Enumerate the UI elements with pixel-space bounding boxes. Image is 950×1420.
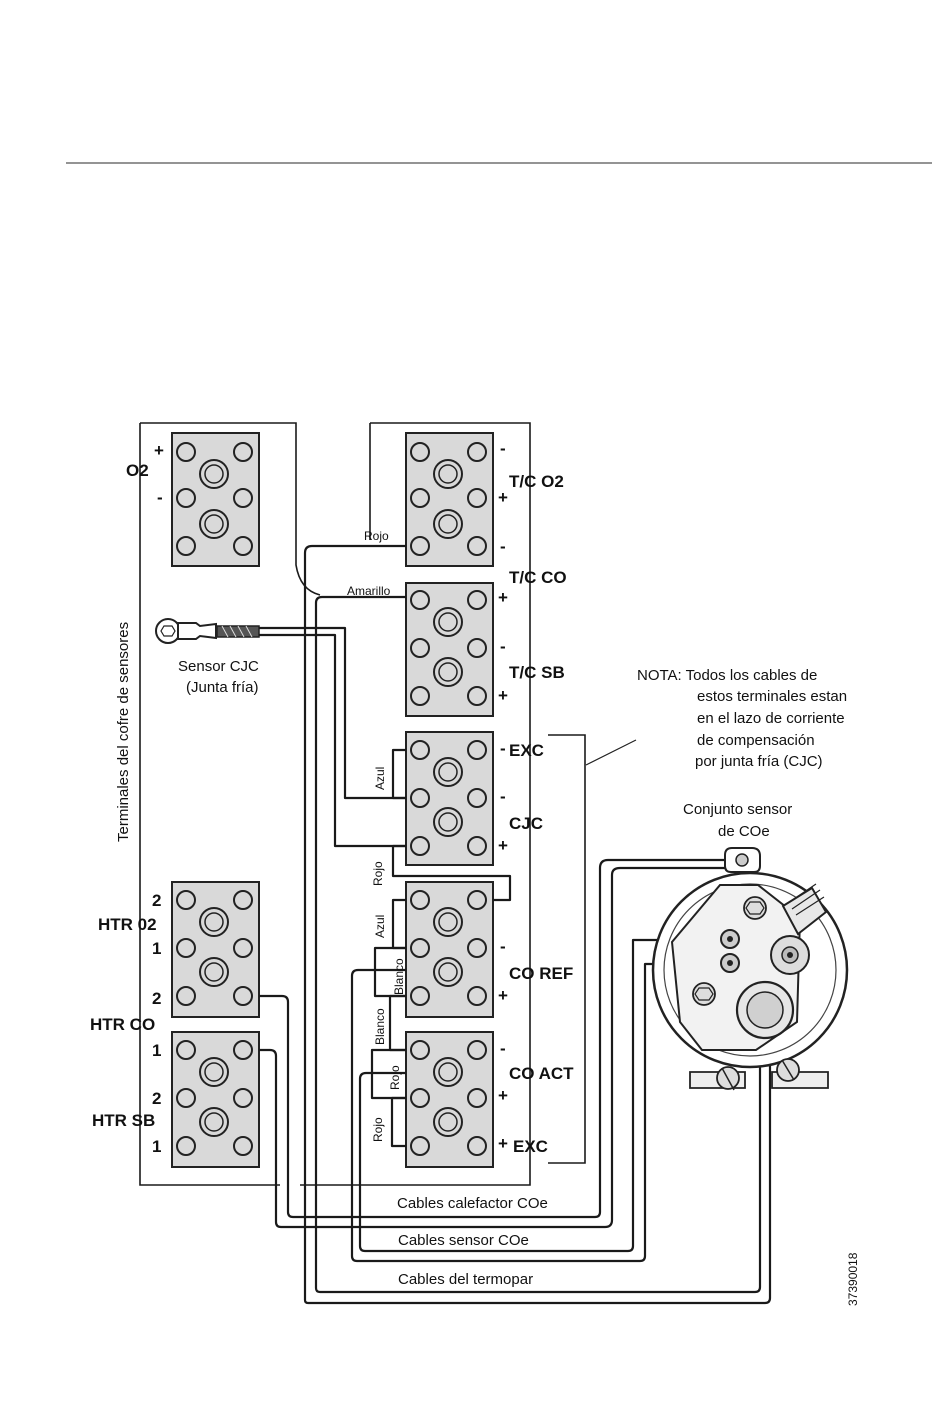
jumper-rojo-4 [390, 1096, 406, 1148]
co-act-t2: + [498, 1086, 508, 1105]
cjc-label: CJC [509, 814, 543, 833]
tc-sb-label: T/C SB [509, 663, 565, 682]
cjc-sensor-label: Sensor CJC [178, 658, 259, 675]
cable-label-sensor: Cables sensor COe [398, 1232, 529, 1249]
terminal-block-tc-co-sb [405, 582, 494, 717]
cjc-t1: - [500, 787, 506, 806]
wire-amarillo [314, 595, 762, 1294]
wire-label-amarillo: Amarillo [347, 584, 391, 598]
wire-heater-a [259, 858, 736, 1219]
left-enclosure [139, 422, 321, 1186]
wire-heater-b [259, 866, 736, 1229]
note-line-2: estos terminales estan [697, 688, 847, 705]
htr-sb-n2: 2 [152, 1089, 161, 1108]
assembly-title: Conjunto sensor [683, 801, 792, 818]
figure-number: 37390018 [846, 1252, 860, 1306]
co-ref-label: CO REF [509, 964, 573, 983]
cofre-title: Terminales del cofre de sensores [115, 622, 132, 842]
tc-o2-t3: - [500, 537, 506, 556]
co-ref-t1: - [500, 937, 506, 956]
htr-co-n2: 2 [152, 989, 161, 1008]
exc-bottom-label: EXC [513, 1137, 548, 1156]
terminal-block-tc-o2 [405, 432, 494, 567]
tc-co-t1: + [498, 588, 508, 607]
htr-o2-label: HTR 02 [98, 915, 157, 934]
note-leader [585, 739, 637, 766]
right-enclosure [300, 422, 531, 1186]
note-line-3: en el lazo de corriente [697, 710, 845, 727]
tc-co-t3: + [498, 686, 508, 705]
note-bracket [548, 734, 586, 1164]
wire-label-rojo-3: Rojo [388, 1065, 402, 1090]
terminal-block-exc-cjc [405, 731, 494, 866]
wire-label-blanco-2: Blanco [373, 1008, 387, 1045]
jumper-blanco-2 [388, 994, 406, 1052]
jumper-rojo-2 [391, 844, 512, 902]
exc-top-sign: - [500, 739, 506, 758]
htr-o2-n1: 1 [152, 939, 161, 958]
wire-cjc-sensor-b [259, 633, 406, 848]
wire-label-blanco-1: Blanco [392, 958, 406, 995]
jumper-azul-1 [391, 748, 406, 800]
htr-sb-label: HTR SB [92, 1111, 155, 1130]
exc-top-label: EXC [509, 741, 544, 760]
coe-sensor-assembly-icon [651, 847, 849, 1091]
tc-co-label: T/C CO [509, 568, 567, 587]
o2-label: O2 [126, 461, 149, 480]
terminal-block-o2 [171, 432, 260, 567]
o2-plus: + [154, 441, 164, 460]
cable-label-thermo: Cables del termopar [398, 1271, 533, 1288]
tc-o2-t1: - [500, 439, 506, 458]
wire-sensor-coe-b [358, 938, 728, 1253]
co-ref-t2: + [498, 986, 508, 1005]
cjc-t2: + [498, 836, 508, 855]
wire-rojo [303, 544, 772, 1305]
note-line-1: NOTA: Todos los cables de [637, 667, 817, 684]
terminal-block-htr-sb [171, 1031, 260, 1168]
co-act-t1: - [500, 1039, 506, 1058]
terminal-block-htr-o2 [171, 881, 260, 1018]
cjc-sensor-icon [155, 618, 260, 644]
htr-o2-n2: 2 [152, 891, 161, 910]
terminal-block-co-act [405, 1031, 494, 1168]
tc-co-t2: - [500, 637, 506, 656]
cable-label-heater: Cables calefactor COe [397, 1195, 548, 1212]
htr-co-label: HTR CO [90, 1015, 155, 1034]
tc-o2-label: T/C O2 [509, 472, 564, 491]
note-line-4: de compensación [697, 732, 815, 749]
exc-bottom-sign: + [498, 1134, 508, 1153]
wire-label-rojo-2: Rojo [371, 861, 385, 886]
wire-label-azul-2: Azul [373, 915, 387, 938]
cjc-sensor-sublabel: (Junta fría) [186, 679, 259, 696]
wire-label-azul-1: Azul [373, 767, 387, 790]
o2-minus: - [157, 488, 163, 507]
terminal-block-co-ref [405, 881, 494, 1018]
wire-label-rojo-4: Rojo [371, 1117, 385, 1142]
assembly-subtitle: de COe [718, 823, 770, 840]
jumper-azul-2 [391, 898, 406, 950]
htr-co-n1: 1 [152, 1041, 161, 1060]
wire-sensor-coe-a [350, 962, 728, 1263]
tc-o2-t2: + [498, 488, 508, 507]
note-line-5: por junta fría (CJC) [695, 753, 823, 770]
co-act-label: CO ACT [509, 1064, 574, 1083]
wire-label-rojo-1: Rojo [364, 529, 389, 543]
wire-cjc-sensor-a [259, 626, 406, 800]
htr-sb-n1: 1 [152, 1137, 161, 1156]
